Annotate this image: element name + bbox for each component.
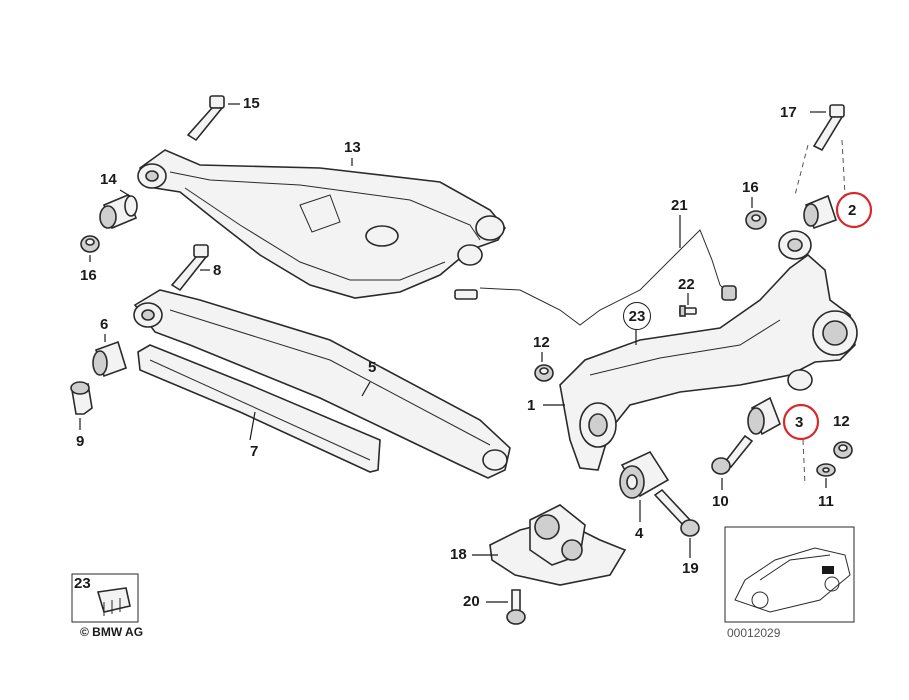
bolt-15 bbox=[186, 95, 240, 142]
callout-5: 5 bbox=[368, 359, 377, 376]
nut-16-left bbox=[80, 235, 100, 253]
bolt-19 bbox=[653, 488, 700, 537]
callout-1: 1 bbox=[527, 397, 536, 414]
callout-16-left: 16 bbox=[80, 267, 97, 284]
bolt-17 bbox=[794, 104, 846, 196]
bushing-14 bbox=[99, 193, 138, 230]
callout-17: 17 bbox=[780, 104, 797, 121]
callout-23: 23 bbox=[623, 302, 651, 330]
washer-11 bbox=[816, 463, 836, 477]
callout-6: 6 bbox=[100, 316, 109, 333]
callout-3: 3 bbox=[795, 414, 804, 431]
callout-18: 18 bbox=[450, 546, 467, 563]
callout-2: 2 bbox=[848, 202, 857, 219]
callout-20: 20 bbox=[463, 593, 480, 610]
bolt-20 bbox=[486, 589, 526, 625]
screw-22 bbox=[679, 305, 697, 317]
callout-12-left: 12 bbox=[533, 334, 550, 351]
callout-15: 15 bbox=[243, 95, 260, 112]
part-9 bbox=[70, 381, 93, 415]
callout-4: 4 bbox=[635, 525, 644, 542]
callout-12-right: 12 bbox=[833, 413, 850, 430]
upper-control-arm bbox=[137, 149, 506, 299]
wheel-carrier bbox=[559, 230, 858, 471]
callout-13: 13 bbox=[344, 139, 361, 156]
copyright-text: © BMW AG bbox=[80, 625, 144, 639]
nut-12-right bbox=[833, 441, 853, 459]
callout-21: 21 bbox=[671, 197, 688, 214]
lower-control-arm bbox=[133, 289, 511, 479]
callout-9: 9 bbox=[76, 433, 85, 450]
clip-box-23 bbox=[71, 573, 139, 623]
callout-16-right: 16 bbox=[742, 179, 759, 196]
highlight-3 bbox=[782, 403, 820, 441]
callout-11: 11 bbox=[818, 493, 834, 510]
protective-strip bbox=[137, 344, 381, 473]
bushing-3 bbox=[747, 396, 781, 436]
callout-19: 19 bbox=[682, 560, 699, 577]
callout-10: 10 bbox=[712, 493, 729, 510]
sensor-cable-21 bbox=[454, 229, 737, 326]
nut-16-right bbox=[745, 210, 767, 230]
callout-8: 8 bbox=[213, 262, 222, 279]
callout-22: 22 bbox=[678, 276, 695, 293]
nut-12-left bbox=[534, 364, 554, 382]
bushing-4 bbox=[619, 450, 670, 499]
callout-14: 14 bbox=[100, 171, 117, 188]
callout-23-box: 23 bbox=[74, 575, 91, 592]
car-thumbnail bbox=[724, 526, 855, 623]
diagram-number: 00012029 bbox=[727, 626, 781, 640]
bushing-6 bbox=[92, 340, 127, 378]
highlight-2 bbox=[835, 191, 873, 229]
mount-18 bbox=[472, 504, 627, 586]
bolt-8 bbox=[170, 244, 210, 292]
bushing-2 bbox=[803, 194, 838, 230]
bolt-10 bbox=[711, 434, 754, 475]
callout-7: 7 bbox=[250, 443, 259, 460]
